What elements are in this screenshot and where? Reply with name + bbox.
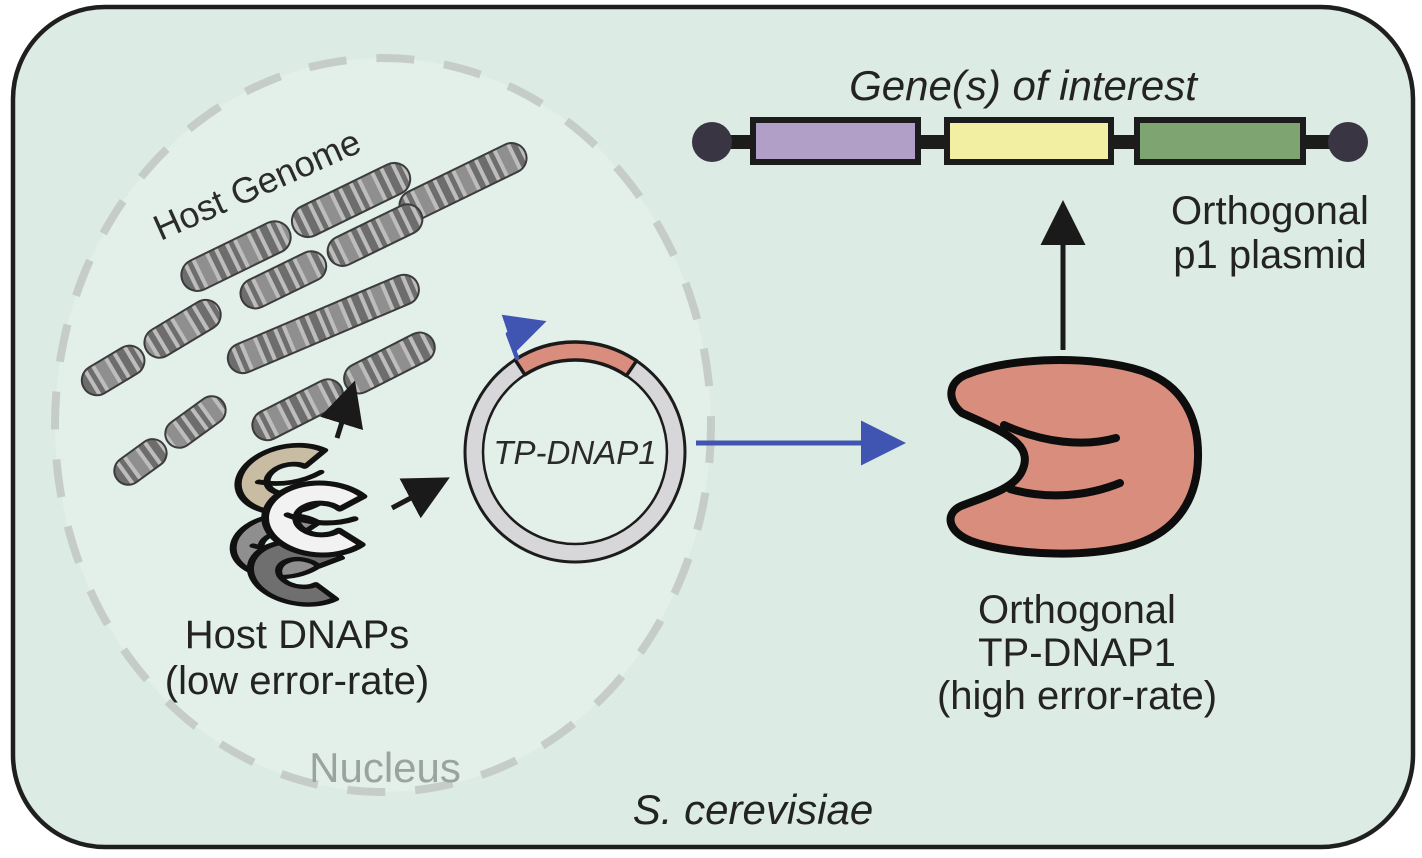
- host-dnaps-label-line1: Host DNAPs: [185, 613, 410, 657]
- gene-cassette-yellow: [944, 117, 1114, 165]
- polymerase-upper-groove: [1000, 421, 1120, 447]
- orthogonal-polymerase-label-line1: Orthogonal: [978, 588, 1176, 632]
- promoter-arrow-icon: [501, 314, 547, 361]
- chromosome: [226, 273, 420, 375]
- telomere-cap-right: [1328, 122, 1368, 162]
- polymerase-body: [946, 356, 1203, 558]
- nucleus-boundary: [51, 54, 715, 796]
- telomere-cap-left: [692, 122, 732, 162]
- p1-plasmid-label-line1: Orthogonal: [1171, 189, 1369, 233]
- chromosome: [180, 161, 412, 292]
- gene-of-interest-label: Gene(s) of interest: [849, 62, 1199, 109]
- polymerase-lower-groove: [1006, 479, 1124, 500]
- gene-cassette-green: [1134, 117, 1306, 165]
- orthogonal-polymerase-label-line3: (high error-rate): [937, 674, 1217, 718]
- nucleus-label: Nucleus: [309, 744, 461, 791]
- gene-cassette-purple: [750, 117, 921, 165]
- host-chromosomes: [80, 142, 528, 486]
- p1-plasmid-label-line2: p1 plasmid: [1173, 233, 1366, 277]
- plasmid-gene-label: TP-DNAP1: [493, 434, 656, 471]
- tp-dnap1-plasmid: TP-DNAP1: [463, 314, 687, 564]
- cell-species-label: S. cerevisiae: [633, 786, 873, 833]
- p1-construct: [692, 117, 1368, 165]
- arrow-dnaps-to-genome: [320, 380, 364, 439]
- orthogonal-polymerase-label-line2: TP-DNAP1: [978, 631, 1176, 675]
- orthogonal-tp-dnap1-protein: [946, 356, 1203, 558]
- host-dnaps-label-line2: (low error-rate): [165, 659, 429, 703]
- chromosome: [113, 395, 227, 486]
- arrow-dnaps-to-plasmid: [390, 477, 450, 519]
- chromosome: [80, 298, 222, 397]
- chromosome: [239, 203, 424, 310]
